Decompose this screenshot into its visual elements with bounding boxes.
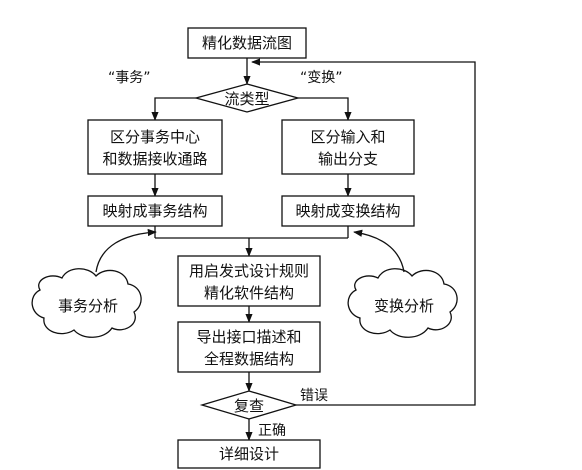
distinguish-transform-line1: 区分输入和 (310, 128, 385, 146)
edge-cloud-to-map-transaction (95, 228, 157, 273)
review-label: 复查 (234, 397, 264, 415)
detailed-design-node: 详细设计 (177, 439, 321, 469)
flow-type-decision: 流类型 (193, 83, 301, 113)
edge-label-transaction: “事务” (108, 70, 151, 86)
distinguish-transaction-node: 区分事务中心 和数据接收通路 (87, 119, 223, 175)
edge-cloud-to-map-transform (353, 229, 405, 273)
heuristic-refine-node: 用启发式设计规则 精化软件结构 (177, 255, 321, 307)
derive-interface-node: 导出接口描述和 全程数据结构 (177, 321, 321, 373)
edge-label-transform: “变换” (300, 69, 343, 86)
transform-analysis-cloud: 变换分析 (347, 268, 458, 338)
edge-label-error: 错误 (300, 388, 328, 404)
refine-dfd-label: 精化数据流图 (202, 34, 292, 52)
edge-flowtype-to-transaction (151, 97, 196, 121)
transform-analysis-label: 变换分析 (374, 297, 434, 315)
map-transform-node: 映射成变换结构 (281, 195, 415, 227)
transaction-analysis-cloud: 事务分析 (31, 268, 142, 338)
edge-label-correct: 正确 (258, 423, 286, 439)
edge-error-feedback (251, 58, 476, 406)
distinguish-transaction-line1: 区分事务中心 (110, 128, 200, 146)
derive-interface-line2: 全程数据结构 (204, 350, 294, 368)
distinguish-transform-node: 区分输入和 输出分支 (281, 119, 415, 175)
flow-type-label: 流类型 (224, 90, 269, 108)
distinguish-transaction-line2: 和数据接收通路 (102, 150, 207, 168)
heuristic-refine-line2: 精化软件结构 (204, 284, 294, 302)
review-decision: 复查 (199, 390, 299, 420)
map-transaction-node: 映射成事务结构 (87, 195, 223, 227)
edge-flowtype-to-transform (298, 97, 352, 121)
detailed-design-label: 详细设计 (219, 445, 279, 463)
map-transaction-label: 映射成事务结构 (102, 202, 207, 220)
derive-interface-line1: 导出接口描述和 (196, 328, 301, 346)
refine-dfd-node: 精化数据流图 (187, 27, 307, 59)
heuristic-refine-line1: 用启发式设计规则 (189, 262, 309, 280)
map-transform-label: 映射成变换结构 (295, 202, 400, 220)
distinguish-transform-line2: 输出分支 (318, 150, 378, 168)
transaction-analysis-label: 事务分析 (58, 297, 118, 315)
